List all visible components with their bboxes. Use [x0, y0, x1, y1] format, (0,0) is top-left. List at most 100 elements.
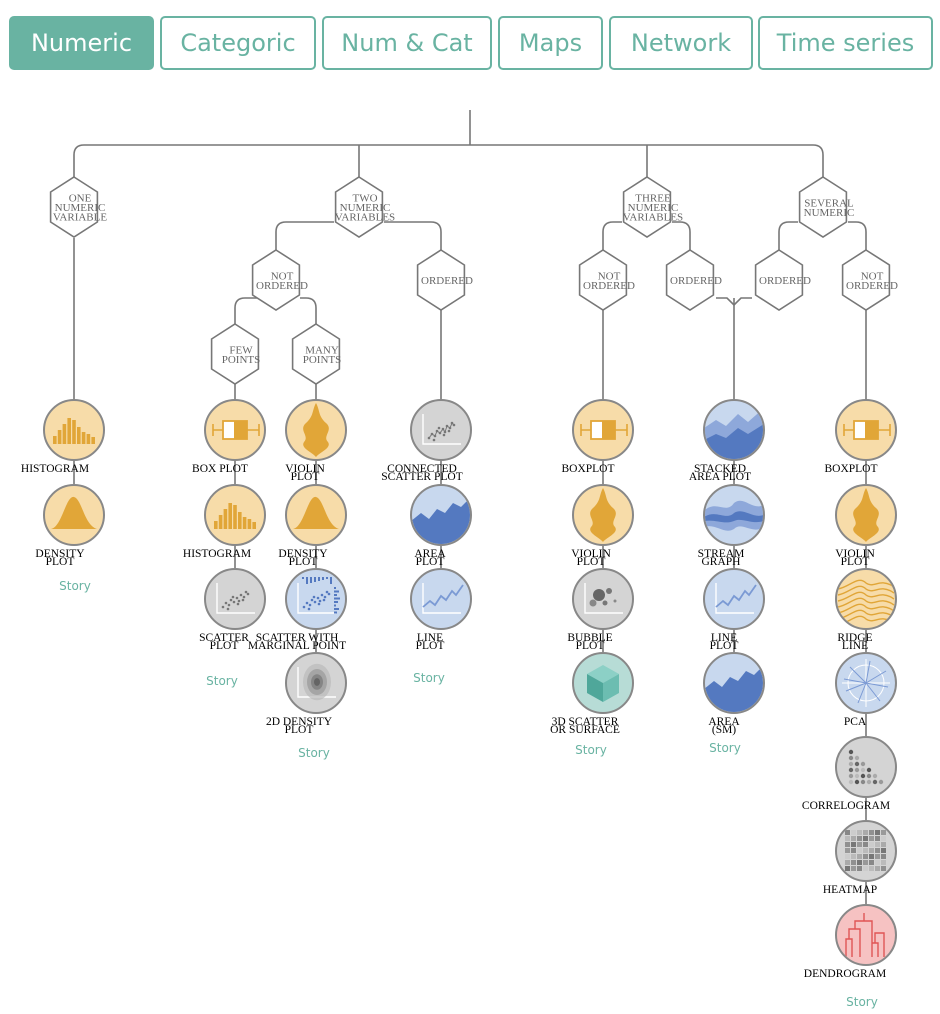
pca-arrow: [865, 660, 871, 684]
story-link[interactable]: Story: [846, 995, 878, 1009]
chart-node-pca[interactable]: PCA: [835, 652, 897, 728]
story-link[interactable]: Story: [709, 741, 741, 755]
heatmap-cell: [881, 848, 886, 853]
chart-node-icon: [842, 659, 890, 707]
pca-arrow: [843, 678, 867, 684]
chart-node-label: AREA: [708, 716, 740, 728]
heatmap-cell: [875, 830, 880, 835]
hexagon-shape: [578, 249, 628, 311]
correlogram-cell: [866, 773, 872, 779]
histogram-bar: [72, 420, 76, 444]
hexagon-shape: [416, 249, 466, 311]
heatmap-cell: [851, 854, 856, 859]
chart-node-boxplot-2[interactable]: BOXPLOT: [561, 399, 634, 475]
axis-lines: [422, 583, 461, 614]
chart-node-label: BOXPLOT: [824, 463, 877, 475]
tab-network[interactable]: Network: [609, 16, 753, 70]
chart-node-label: BOXPLOT: [561, 463, 614, 475]
chart-node-icon: [580, 420, 628, 440]
chart-node-label: SCATTER WITH: [256, 632, 339, 644]
tab-maps[interactable]: Maps: [498, 16, 603, 70]
tab-numeric[interactable]: Numeric: [9, 16, 154, 70]
scatter-point: [232, 600, 236, 604]
scatter-point: [445, 424, 449, 428]
histogram-bar: [238, 512, 242, 529]
heatmap-cell: [881, 860, 886, 865]
marginal-mark: [314, 577, 316, 582]
chart-node-histogram-1[interactable]: HISTOGRAM: [21, 399, 105, 475]
chart-node-heatmap[interactable]: HEATMAP: [823, 820, 897, 896]
chart-node-boxplot-1[interactable]: BOX PLOT: [192, 399, 266, 475]
pca-arrow: [865, 682, 881, 702]
chart-node-correlogram[interactable]: CORRELOGRAM: [802, 736, 897, 812]
story-link[interactable]: Story: [59, 579, 91, 593]
chart-node-dendrogram[interactable]: DENDROGRAM: [804, 904, 897, 980]
chart-node-circle: [411, 400, 471, 460]
chart-node-area-sm[interactable]: AREA(SM): [703, 652, 765, 736]
scatter-point: [241, 598, 245, 602]
chart-node-histogram-2[interactable]: HISTOGRAM: [183, 484, 266, 560]
histogram-bar: [218, 515, 223, 529]
chart-node-icon: [705, 408, 763, 459]
tab-num-and-cat[interactable]: Num & Cat: [322, 16, 492, 70]
story-link[interactable]: Story: [413, 671, 445, 685]
heatmap-cell: [881, 836, 886, 841]
area-shape: [705, 665, 763, 712]
ridge-line: [837, 591, 895, 602]
ridge-line: [837, 597, 895, 608]
scatter-point: [432, 438, 436, 442]
heatmap-cell: [863, 860, 868, 865]
marginal-mark: [330, 577, 332, 584]
chart-node-icon: [590, 488, 616, 542]
heatmap-cell: [845, 842, 850, 847]
scatter-point: [322, 598, 326, 602]
chart-node-border: [204, 484, 266, 546]
heatmap-cell: [857, 836, 862, 841]
connector-line: [602, 221, 622, 250]
story-link[interactable]: Story: [206, 674, 238, 688]
scatter-point: [427, 436, 431, 440]
correlogram-cell: [848, 755, 854, 761]
tab-categoric[interactable]: Categoric: [160, 16, 316, 70]
chart-node-circle: [205, 569, 265, 629]
chart-node-boxplot-3[interactable]: BOXPLOT: [824, 399, 897, 475]
scatter-point: [450, 421, 454, 425]
story-link[interactable]: Story: [575, 743, 607, 757]
chart-node-border: [43, 399, 105, 461]
chart-node-border: [410, 568, 472, 630]
heatmap-cell: [845, 854, 850, 859]
correlogram-cell: [860, 767, 866, 773]
story-link[interactable]: Story: [298, 746, 330, 760]
scatter-point: [438, 431, 442, 435]
connector-line: [234, 297, 257, 326]
hex-label: ORDERED: [256, 280, 308, 292]
scatter-point: [237, 599, 241, 603]
chart-node-label: PLOT: [291, 471, 320, 483]
chart-node-label: PLOT: [416, 556, 445, 568]
tab-time-series[interactable]: Time series: [758, 16, 933, 70]
chart-node-circle: [704, 569, 764, 629]
chart-node-border: [703, 484, 765, 546]
chart-node-border: [285, 484, 347, 546]
scatter-point: [441, 427, 445, 431]
